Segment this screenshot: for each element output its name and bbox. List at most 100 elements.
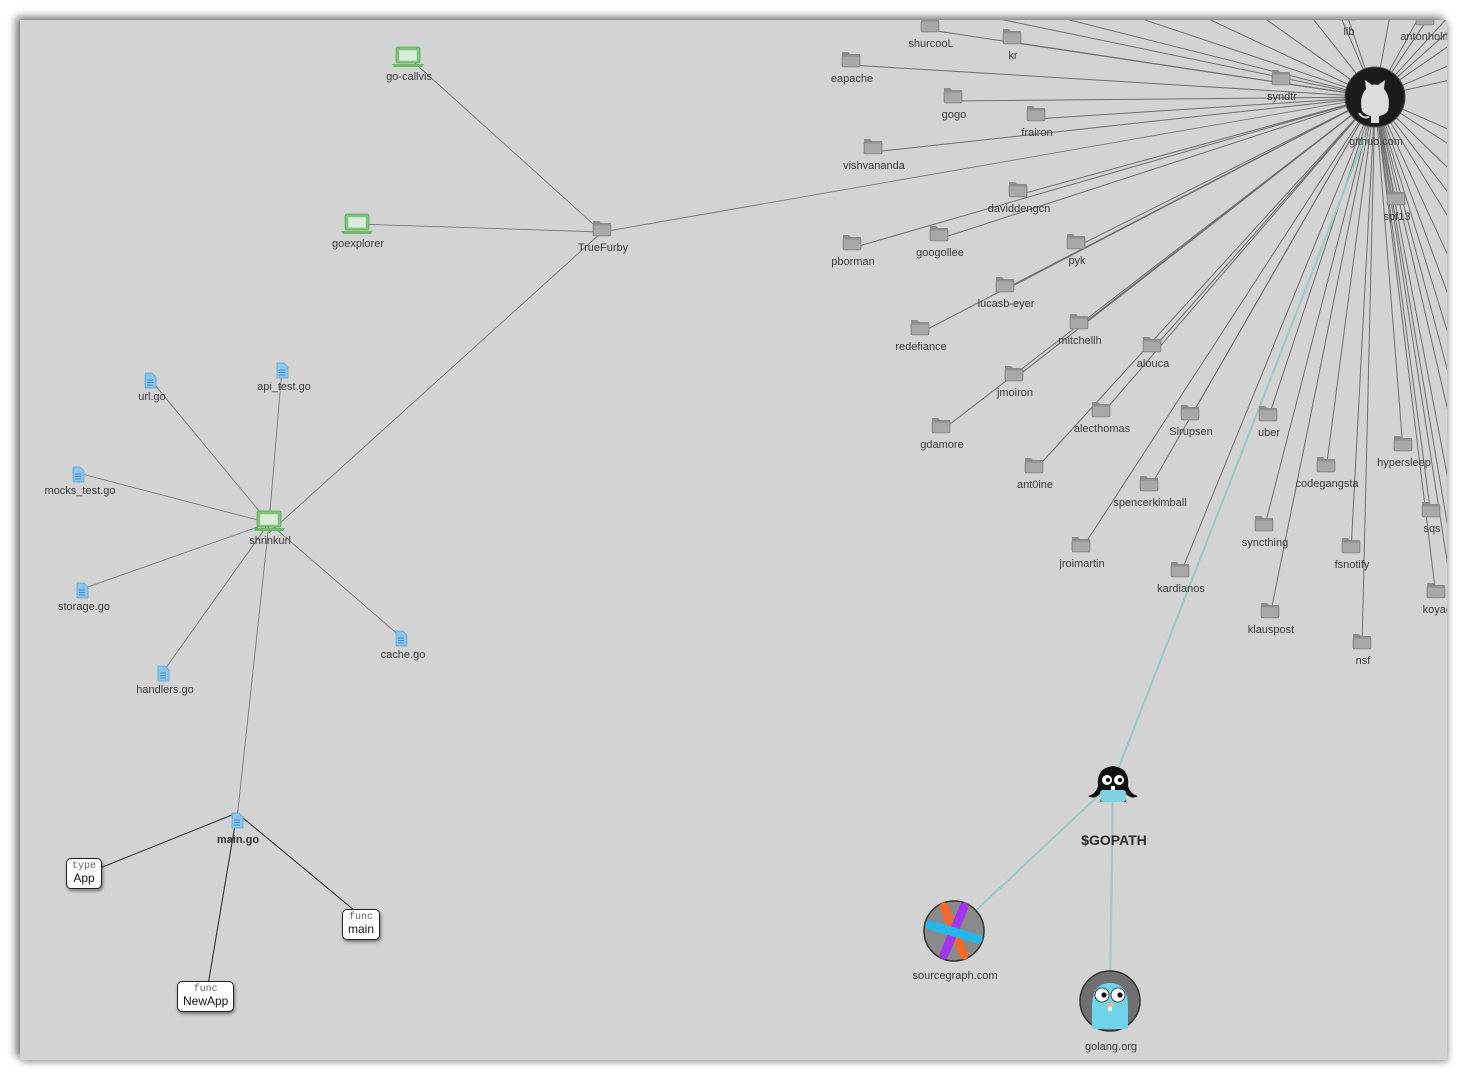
node-label: fsnotify xyxy=(1335,559,1370,571)
edge-shrinkurl-main xyxy=(236,522,270,820)
folder-node-spencerkimball[interactable]: spencerkimball xyxy=(1113,476,1187,509)
folder-node-kr[interactable]: kr xyxy=(1002,29,1022,62)
folder-node-lib[interactable]: lib xyxy=(1339,20,1357,38)
folder-node-pborman[interactable]: pborman xyxy=(831,235,875,268)
folder-node-ant0ine[interactable]: ant0ine xyxy=(1017,458,1053,491)
folder-node-mitchellh[interactable]: mitchellh xyxy=(1058,314,1102,347)
file-node-main[interactable]: main.go xyxy=(217,812,259,846)
package-node-go-callvis[interactable]: go-callvis xyxy=(386,46,432,83)
folder-icon xyxy=(1341,538,1361,554)
folder-icon xyxy=(1260,603,1280,619)
folder-node-frairon[interactable]: frairon xyxy=(1021,106,1053,139)
folder-icon xyxy=(1066,234,1086,250)
node-label: TrueFurby xyxy=(578,242,629,254)
node-label: mitchellh xyxy=(1058,335,1101,347)
package-node-shrinkurl[interactable]: shrinkurl xyxy=(249,510,291,547)
node-label: shrinkurl xyxy=(249,535,291,547)
folder-icon xyxy=(1258,406,1278,422)
node-label: jmoiron xyxy=(996,387,1033,399)
golang-node[interactable]: golang.org xyxy=(1079,970,1141,1053)
file-node-storage[interactable]: storage.go xyxy=(58,582,110,613)
folder-node-kardianos[interactable]: kardianos xyxy=(1157,562,1205,595)
node-label: kr xyxy=(1008,50,1018,62)
node-label: koyac xyxy=(1423,604,1447,616)
folder-icon xyxy=(592,221,612,237)
folder-node-antonholm[interactable]: antonholm xyxy=(1400,20,1447,43)
folder-icon xyxy=(1393,436,1413,452)
folder-node-jmoiron[interactable]: jmoiron xyxy=(996,366,1033,399)
edge-github-external xyxy=(1374,96,1447,410)
folder-node-lucasb-eyer[interactable]: lucasb-eyer xyxy=(978,277,1035,310)
folder-node-syndtr[interactable]: syndtr xyxy=(1267,70,1297,103)
folder-node-truefurby[interactable]: TrueFurby xyxy=(578,221,629,254)
node-label: main.go xyxy=(217,834,259,846)
sourcegraph-node[interactable]: sourcegraph.com xyxy=(913,900,998,982)
node-label: sqs xyxy=(1423,523,1441,535)
edge-github-sqs xyxy=(1374,96,1432,516)
folder-node-vishvananda[interactable]: vishvananda xyxy=(843,139,906,172)
folder-node-gogo[interactable]: gogo xyxy=(942,88,966,121)
package-node-goexplorer[interactable]: goexplorer xyxy=(332,213,384,250)
folder-node-daviddengcn[interactable]: daviddengcn xyxy=(988,182,1050,215)
folder-node-syncthing[interactable]: syncthing xyxy=(1242,516,1288,549)
folder-icon xyxy=(931,418,951,434)
decl-func-newapp[interactable]: func NewApp xyxy=(177,981,235,1012)
laptop-icon xyxy=(253,510,285,531)
folder-node-sqs[interactable]: sqs xyxy=(1421,502,1441,535)
dependency-graph[interactable]: shurcooL kr eapache syndtr gogo frairon vishva… xyxy=(20,20,1447,1060)
folder-icon xyxy=(929,226,949,242)
folder-node-spf13[interactable]: spf13 xyxy=(1384,190,1411,223)
edge-github-vishvananda xyxy=(872,96,1376,153)
folder-node-pyk[interactable]: pyk xyxy=(1066,234,1086,267)
node-label: gdamore xyxy=(920,439,963,451)
file-node-handlers[interactable]: handlers.go xyxy=(136,665,194,696)
gopher-icon xyxy=(1079,970,1141,1032)
folder-node-gdamore[interactable]: gdamore xyxy=(920,418,964,451)
edge-github-ant0ine xyxy=(1033,96,1376,472)
folder-node-codegangsta[interactable]: codegangsta xyxy=(1296,457,1360,490)
folder-node-uber[interactable]: uber xyxy=(1258,406,1280,439)
folder-icon xyxy=(920,20,940,33)
folder-node-alouca[interactable]: alouca xyxy=(1137,337,1170,370)
go-file-icon xyxy=(231,812,244,829)
node-label: codegangsta xyxy=(1296,478,1360,490)
folder-node-nsf[interactable]: nsf xyxy=(1352,634,1372,667)
folder-node-koyac[interactable]: koyac xyxy=(1423,583,1447,616)
node-label: $GOPATH xyxy=(1081,832,1147,848)
folder-node-eapache[interactable]: eapache xyxy=(831,52,873,85)
folder-node-fsnotify[interactable]: fsnotify xyxy=(1335,538,1370,571)
folder-node-klauspost[interactable]: klauspost xyxy=(1248,603,1294,636)
decl-type-app[interactable]: type App xyxy=(66,858,103,889)
decl-func-main[interactable]: func main xyxy=(342,909,381,940)
folder-node-sirupsen[interactable]: Sirupsen xyxy=(1169,405,1213,438)
edge-main-func-main xyxy=(236,812,361,916)
node-label: redefiance xyxy=(895,341,946,353)
folder-node-jroimartin[interactable]: jroimartin xyxy=(1058,537,1105,570)
folder-icon xyxy=(943,88,963,104)
graph-canvas[interactable]: shurcooL kr eapache syndtr gogo frairon vishva… xyxy=(20,20,1447,1060)
github-node[interactable]: github.com xyxy=(1344,66,1406,148)
folder-icon xyxy=(1316,457,1336,473)
node-label: goexplorer xyxy=(332,238,384,250)
sourcegraph-logo-icon xyxy=(923,900,985,962)
folder-icon xyxy=(1026,106,1046,122)
edge-github-alecthomas xyxy=(1100,96,1376,416)
edge-github-external xyxy=(1209,20,1376,98)
node-label: vishvananda xyxy=(843,160,906,172)
folder-node-shurcool[interactable]: shurcooL xyxy=(908,20,954,50)
folder-node-alecthomas[interactable]: alecthomas xyxy=(1074,402,1131,435)
file-node-url[interactable]: url.go xyxy=(138,372,166,403)
folder-node-hypersleep[interactable]: hypersleep xyxy=(1377,436,1431,469)
node-label: syncthing xyxy=(1242,537,1288,549)
file-node-mocks_test[interactable]: mocks_test.go xyxy=(45,466,116,497)
folder-node-googollee[interactable]: googollee xyxy=(916,226,964,259)
folder-node-redefiance[interactable]: redefiance xyxy=(895,320,947,353)
edge-github-uber xyxy=(1267,96,1376,420)
gopath-node[interactable]: $GOPATH xyxy=(1081,766,1147,848)
decl-name: NewApp xyxy=(183,994,229,1008)
file-node-cache[interactable]: cache.go xyxy=(381,630,426,661)
node-label: shurcooL xyxy=(908,38,953,50)
node-label: jroimartin xyxy=(1058,558,1104,570)
edge-gopath-github xyxy=(1111,136,1367,783)
file-node-api_test[interactable]: api_test.go xyxy=(257,362,311,393)
